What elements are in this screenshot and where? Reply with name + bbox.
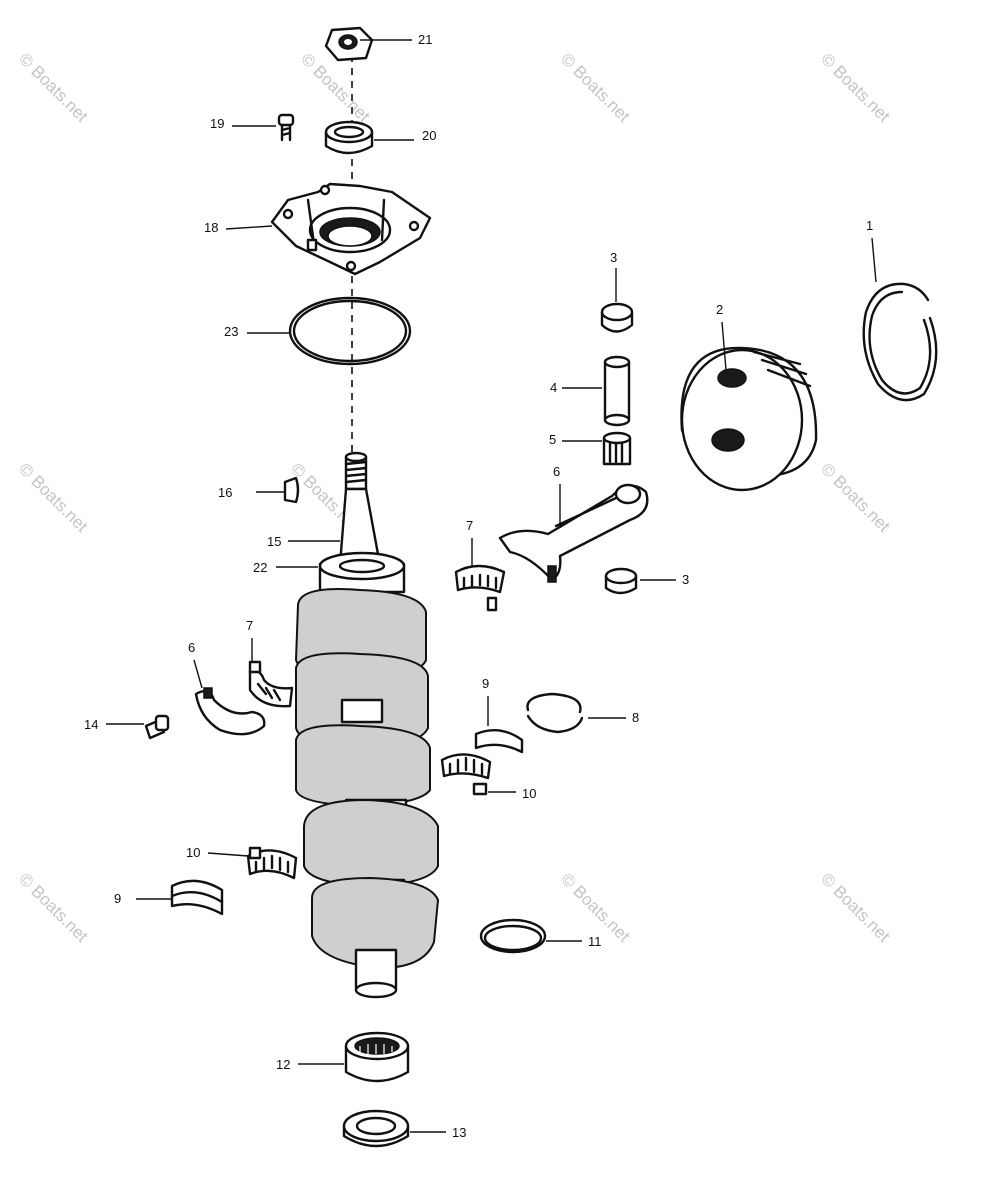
watermark-text: © Boats.net bbox=[817, 459, 894, 536]
needle-bearing-upper bbox=[602, 431, 632, 466]
o-ring bbox=[288, 296, 412, 366]
bearing-race-right bbox=[474, 728, 524, 754]
leader-line-c1 bbox=[871, 237, 877, 283]
crankshaft bbox=[294, 451, 440, 999]
leader-line-c6b bbox=[193, 659, 203, 689]
rod-cap-screw bbox=[144, 714, 170, 740]
piston-ring bbox=[862, 282, 938, 402]
watermarks: © Boats.net © Boats.net © Boats.net © Boats… bbox=[15, 49, 894, 946]
watermark-text: © Boats.net bbox=[817, 49, 894, 126]
watermark-text: © Boats.net bbox=[817, 869, 894, 946]
callout-c9a: 9 bbox=[482, 676, 489, 691]
oil-seal bbox=[324, 120, 374, 155]
callout-c10a: 10 bbox=[522, 786, 536, 801]
piston bbox=[680, 346, 818, 492]
callout-c11: 11 bbox=[588, 934, 602, 949]
watermark-text: © Boats.net bbox=[557, 49, 634, 126]
leader-line-c10b bbox=[207, 852, 249, 857]
watermark-text: © Boats.net bbox=[297, 49, 374, 126]
callout-c9b: 9 bbox=[114, 891, 121, 906]
leader-line-c2 bbox=[721, 321, 727, 371]
leader-lines bbox=[106, 39, 877, 1133]
watermark-text: © Boats.net bbox=[15, 49, 92, 126]
callout-c8: 8 bbox=[632, 710, 639, 725]
callout-c14: 14 bbox=[84, 717, 98, 732]
rod-cap bbox=[194, 687, 266, 736]
hex-nut bbox=[324, 26, 374, 62]
callout-c22: 22 bbox=[253, 560, 267, 575]
watermark-text: © Boats.net bbox=[15, 459, 92, 536]
callout-c18: 18 bbox=[204, 220, 218, 235]
mounting-screw bbox=[277, 113, 295, 142]
watermark-text: © Boats.net bbox=[15, 869, 92, 946]
split-ring bbox=[479, 918, 547, 954]
callout-c3a: 3 bbox=[610, 250, 617, 265]
retaining-ring bbox=[526, 692, 582, 714]
callout-c3b: 3 bbox=[682, 572, 689, 587]
bearing-cage-left bbox=[248, 660, 294, 708]
callout-c4: 4 bbox=[550, 380, 557, 395]
callout-labels: 1233456677899101011121314151618192021222… bbox=[84, 32, 873, 1140]
thrust-washer-upper bbox=[600, 302, 634, 333]
callout-c6b: 6 bbox=[188, 640, 195, 655]
callout-c20: 20 bbox=[422, 128, 436, 143]
bearing-race-left bbox=[170, 879, 224, 916]
leader-line-c18 bbox=[225, 225, 273, 230]
callout-c7b: 7 bbox=[246, 618, 253, 633]
thrust-washer-lower bbox=[604, 567, 638, 595]
callout-c19: 19 bbox=[210, 116, 224, 131]
callout-c10b: 10 bbox=[186, 845, 200, 860]
callout-c5: 5 bbox=[549, 432, 556, 447]
bearing-cage-right bbox=[454, 564, 506, 612]
callout-c2: 2 bbox=[716, 302, 723, 317]
callout-c7a: 7 bbox=[466, 518, 473, 533]
callout-c23: 23 bbox=[224, 324, 238, 339]
bearing-housing bbox=[270, 182, 432, 276]
woodruff-key bbox=[283, 476, 300, 504]
lower-roller-bearing bbox=[344, 1031, 410, 1083]
callout-c6a: 6 bbox=[553, 464, 560, 479]
connecting-rod bbox=[498, 483, 649, 583]
callout-c21: 21 bbox=[418, 32, 432, 47]
needle-cage-right bbox=[440, 753, 492, 796]
callout-c1: 1 bbox=[866, 218, 873, 233]
callout-c12: 12 bbox=[276, 1057, 290, 1072]
callout-c16: 16 bbox=[218, 485, 232, 500]
callout-c13: 13 bbox=[452, 1125, 466, 1140]
callout-c15: 15 bbox=[267, 534, 281, 549]
needle-cage-left bbox=[246, 846, 298, 880]
wrist-pin bbox=[603, 355, 631, 427]
lower-seal bbox=[342, 1109, 410, 1148]
